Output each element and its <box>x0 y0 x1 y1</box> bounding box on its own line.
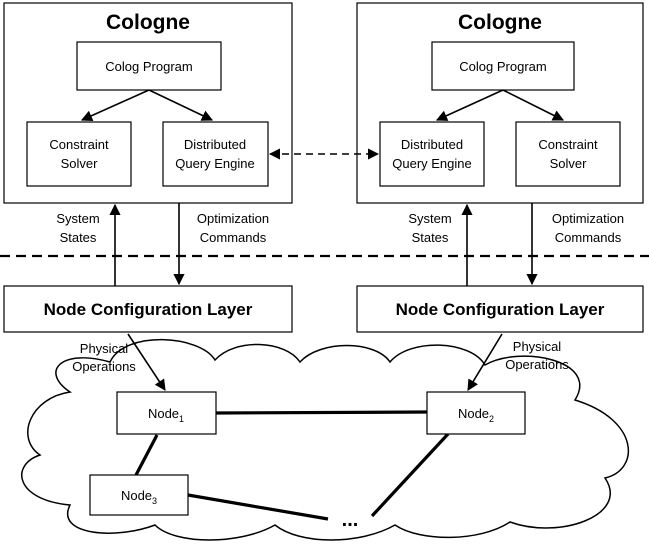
right-system-states-label-2: States <box>412 230 449 245</box>
more-nodes-ellipsis: ... <box>342 509 359 531</box>
left-system-states-label-1: System <box>56 211 99 226</box>
node1-box <box>116 391 217 435</box>
node1-label: Node1 <box>148 406 184 424</box>
right-node-config-layer-label: Node Configuration Layer <box>396 300 605 319</box>
right-optimization-commands-label-2: Commands <box>555 230 622 245</box>
right-physical-operations-arrow <box>467 333 503 391</box>
left-physical-operations-label-2: Operations <box>72 359 136 374</box>
node1-subscript: 1 <box>179 414 184 424</box>
right-constraint-solver-box <box>515 121 621 187</box>
node3-ellipsis-link <box>187 493 329 521</box>
left-program-to-solver-arrow <box>80 89 150 121</box>
right-query-engine-label-2: Query Engine <box>392 156 472 171</box>
left-system-states-label-2: States <box>60 230 97 245</box>
node3-subscript: 3 <box>152 496 157 506</box>
left-cologne-title: Cologne <box>106 11 190 34</box>
right-program-to-engine-arrow <box>435 89 504 121</box>
left-constraint-solver-box <box>26 121 132 187</box>
right-system-states-label-1: System <box>408 211 451 226</box>
right-constraint-solver-label-1: Constraint <box>538 137 598 152</box>
node3-name: Node <box>121 488 152 503</box>
left-physical-operations-label-1: Physical <box>80 341 129 356</box>
node2-subscript: 2 <box>489 414 494 424</box>
left-node-config-layer-label: Node Configuration Layer <box>44 300 253 319</box>
right-optimization-commands-label-1: Optimization <box>552 211 624 226</box>
node1-node3-link <box>134 434 159 476</box>
right-cologne-title: Cologne <box>458 11 542 34</box>
left-colog-program-label: Colog Program <box>105 59 192 74</box>
node3-box <box>89 474 189 516</box>
node2-name: Node <box>458 406 489 421</box>
right-constraint-solver-label-2: Solver <box>550 156 588 171</box>
right-physical-operations-label-2: Operations <box>505 357 569 372</box>
left-colog-program-box <box>76 41 222 91</box>
right-node-config-layer-box <box>356 285 644 333</box>
left-query-engine-label-1: Distributed <box>184 137 246 152</box>
left-optimization-commands-label-2: Commands <box>200 230 267 245</box>
left-optimization-commands-label-1: Optimization <box>197 211 269 226</box>
left-program-to-engine-arrow <box>148 89 214 121</box>
right-physical-operations-label-1: Physical <box>513 339 562 354</box>
left-constraint-solver-label-1: Constraint <box>49 137 109 152</box>
left-query-engine-box <box>162 121 269 187</box>
node1-name: Node <box>148 406 179 421</box>
right-program-to-solver-arrow <box>502 89 565 121</box>
node1-node2-link <box>215 410 428 415</box>
right-query-engine-label-1: Distributed <box>401 137 463 152</box>
left-constraint-solver-label-2: Solver <box>61 156 99 171</box>
right-colog-program-label: Colog Program <box>459 59 546 74</box>
node2-ellipsis-link <box>370 432 450 518</box>
right-query-engine-box <box>379 121 485 187</box>
right-colog-program-box <box>431 41 575 91</box>
node2-box <box>426 391 526 435</box>
left-query-engine-label-2: Query Engine <box>175 156 255 171</box>
node2-label: Node2 <box>458 406 494 424</box>
left-node-config-layer-box <box>3 285 293 333</box>
node3-label: Node3 <box>121 488 157 506</box>
left-physical-operations-arrow <box>127 333 166 391</box>
